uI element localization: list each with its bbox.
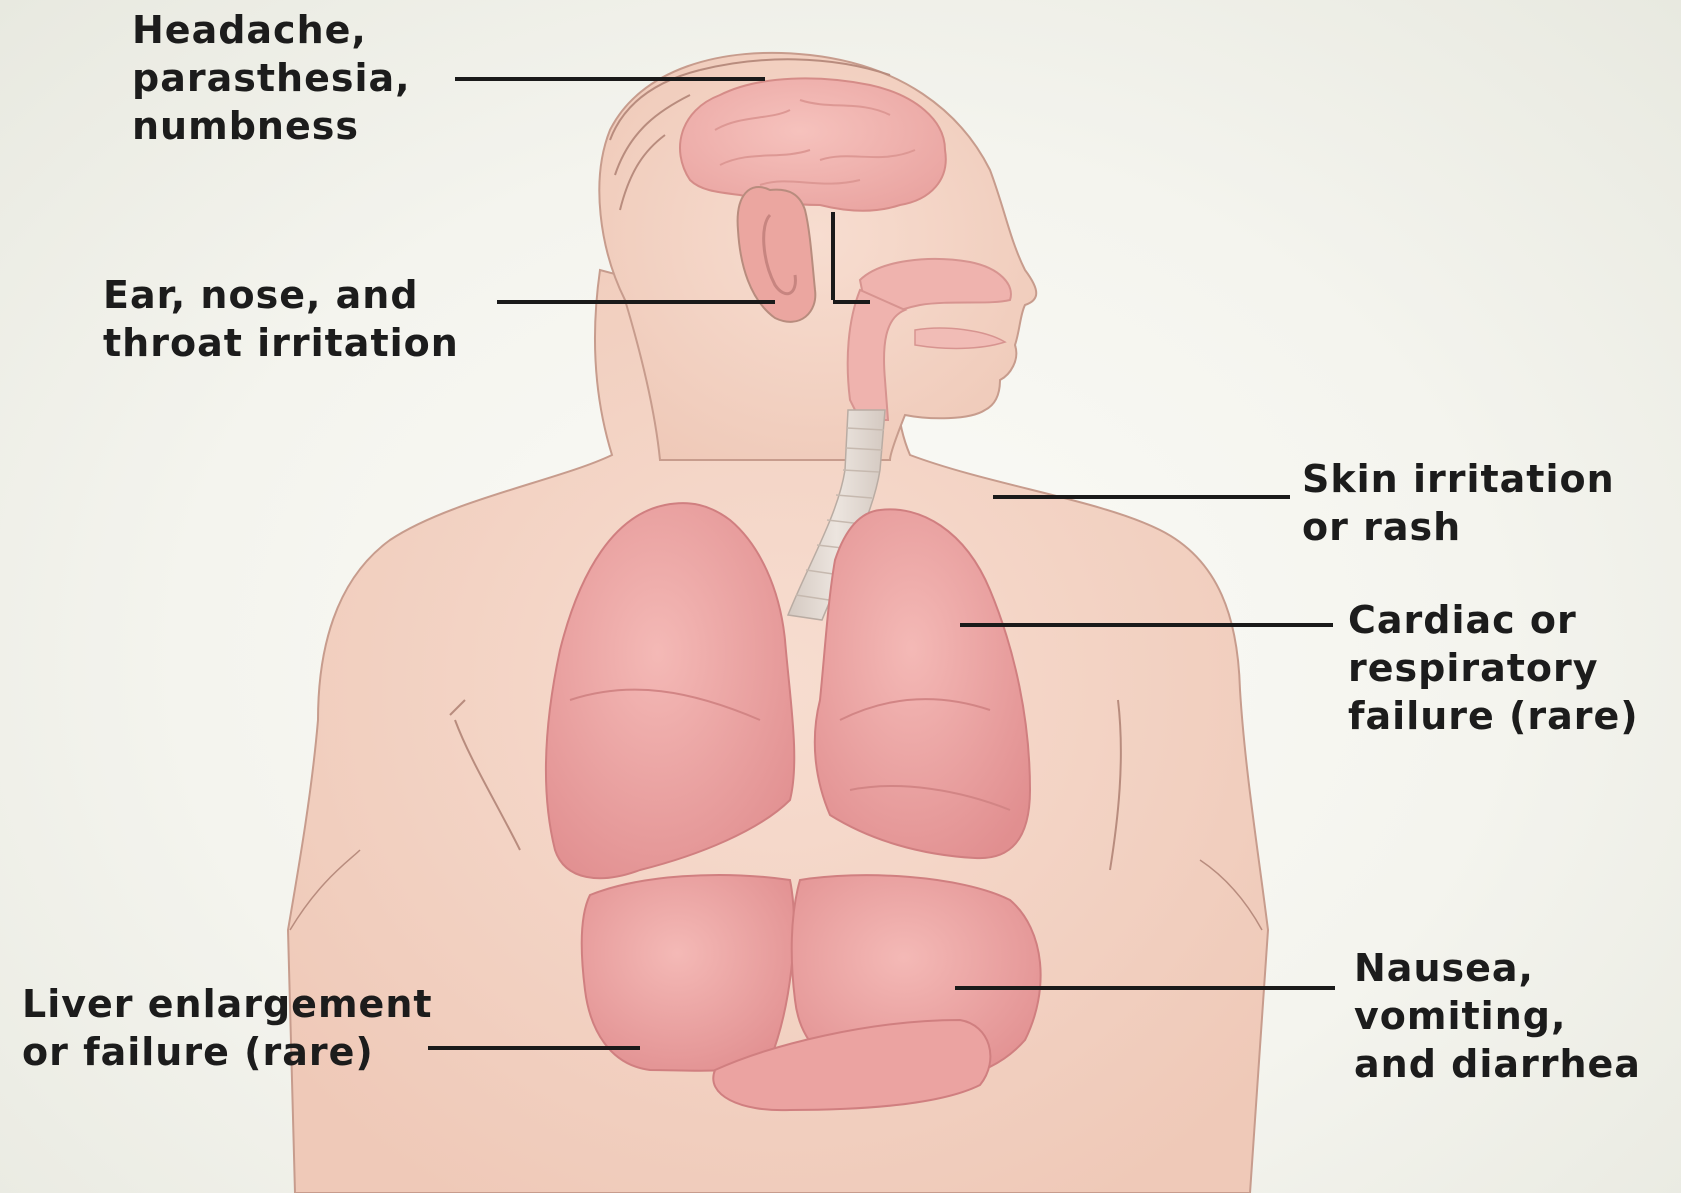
label-liver-symptoms: Liver enlargement or failure (rare) (22, 980, 433, 1076)
liver (582, 875, 794, 1071)
label-skin-line-1: Skin irritation (1302, 455, 1615, 503)
label-cardiac-symptoms: Cardiac or respiratory failure (rare) (1348, 596, 1639, 740)
label-gi-line-2: vomiting, (1354, 992, 1641, 1040)
label-gi-line-3: and diarrhea (1354, 1040, 1641, 1088)
label-cardiac-line-3: failure (rare) (1348, 692, 1639, 740)
label-liver-line-1: Liver enlargement (22, 980, 433, 1028)
label-skin-symptoms: Skin irritation or rash (1302, 455, 1615, 551)
label-head-line-3: numbness (132, 102, 411, 150)
label-ent-symptoms: Ear, nose, and throat irritation (103, 271, 459, 367)
label-head-line-1: Headache, (132, 6, 411, 54)
label-gi-symptoms: Nausea, vomiting, and diarrhea (1354, 944, 1641, 1088)
label-cardiac-line-2: respiratory (1348, 644, 1639, 692)
label-ent-line-2: throat irritation (103, 319, 459, 367)
label-liver-line-2: or failure (rare) (22, 1028, 433, 1076)
label-ent-line-1: Ear, nose, and (103, 271, 459, 319)
brain (680, 78, 946, 210)
label-skin-line-2: or rash (1302, 503, 1615, 551)
label-head-line-2: parasthesia, (132, 54, 411, 102)
label-gi-line-1: Nausea, (1354, 944, 1641, 992)
label-cardiac-line-1: Cardiac or (1348, 596, 1639, 644)
label-head-symptoms: Headache, parasthesia, numbness (132, 6, 411, 150)
